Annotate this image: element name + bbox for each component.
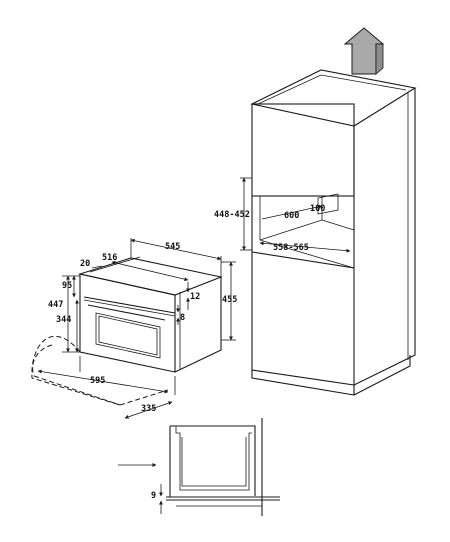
oven-depth-total-label: 545 [165,242,180,252]
front-height-label: 447 [48,300,63,310]
niche-depth-label: 600 [284,211,299,221]
oven [77,256,223,373]
ventilation-arrow-icon [343,27,385,75]
front-offset-label: 20 [80,259,90,269]
vent-gap-label: 100 [310,204,325,214]
door-height-label: 344 [56,315,71,325]
bottom-gap-label: 9 [151,491,156,501]
oven-width-label: 595 [90,376,105,386]
door-open-label: 335 [141,404,156,414]
tall-cabinet [250,69,417,396]
oven-dimensions: 545 516 20 95 447 344 455 12 8 595 [37,238,237,419]
panel-height-label: 95 [62,281,72,291]
niche-width-label: 558-565 [273,243,309,253]
cabinet-dimensions: 448-452 600 100 558-565 [214,177,351,253]
control-gap-label: 12 [190,292,200,302]
door-swing-outline [31,335,169,406]
body-height-label: 455 [222,295,237,305]
bottom-gap-dimension: 9 [151,484,163,514]
door-gap-label: 8 [180,313,185,323]
section-detail [166,418,280,516]
oven-depth-body-label: 516 [102,253,117,263]
niche-height-label: 448-452 [214,210,250,220]
